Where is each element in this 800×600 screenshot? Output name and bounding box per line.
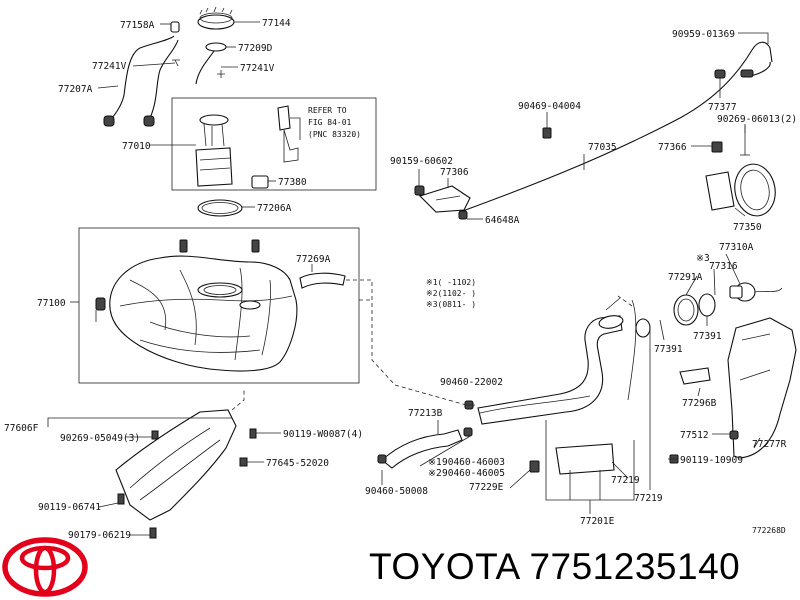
label-77241V-right: 77241V — [240, 63, 275, 74]
hose-clamp-part — [170, 21, 180, 33]
label-77306: 77306 — [440, 167, 469, 178]
refer-note-line1: REFER TO — [308, 106, 347, 115]
fuel-tank-protector — [115, 409, 237, 521]
date-note-3: ※3(0811- ) — [426, 300, 476, 309]
label-77606F: 77606F — [4, 423, 39, 434]
label-90269-06013: 90269-06013(2) — [717, 114, 797, 125]
fuel-pump-body — [195, 147, 233, 187]
filler-hose — [381, 429, 463, 469]
filler-hose-short — [299, 272, 346, 289]
label-77035: 77035 — [588, 142, 617, 153]
label-77366: 77366 — [658, 142, 687, 153]
refer-note-line2: FIG 84-01 — [308, 118, 352, 127]
lid-hinge — [705, 171, 735, 211]
label-77213B: 77213B — [408, 408, 443, 419]
label-77010: 77010 — [122, 141, 151, 152]
leaders-top-left — [97, 21, 276, 208]
fuel-pump-group — [103, 6, 377, 217]
label-77377: 77377 — [708, 102, 737, 113]
vent-hose-left — [109, 35, 175, 121]
lid-opener-group — [414, 32, 776, 220]
filler-box-clip — [679, 367, 711, 385]
tank-protector-group — [47, 388, 281, 539]
leaders-tank — [70, 264, 467, 406]
date-note-1: ※1( -1102) — [426, 278, 476, 287]
fuel-tank-body — [109, 255, 298, 372]
label-77350: 77350 — [733, 222, 762, 233]
label-77512: 77512 — [680, 430, 709, 441]
pump-assembly-box — [171, 97, 377, 191]
label-77291A: 77291A — [668, 272, 703, 283]
label-90119-06741: 90119-06741 — [38, 502, 101, 513]
cable-clamp — [542, 127, 552, 139]
label-77380: 77380 — [278, 177, 307, 188]
part-labels: 77158A 77144 77209D 77241V 77241V 77207A… — [4, 18, 797, 541]
lid-opener-cable — [459, 41, 773, 213]
label-90959-01369: 90959-01369 — [672, 29, 735, 40]
brand-name: TOYOTA — [369, 546, 519, 587]
label-77206A: 77206A — [257, 203, 292, 214]
label-77201E: 77201E — [580, 516, 615, 527]
brand-part-number: 7751235140 — [529, 546, 741, 587]
label-90159-60602: 90159-60602 — [390, 156, 453, 167]
refer-note-line3: (PNC 83320) — [308, 130, 361, 139]
label-90119-10909: 90119-10909 — [680, 455, 743, 466]
label-77219-a: 77219 — [611, 475, 640, 486]
pump-gasket-small — [205, 42, 227, 52]
fuel-filler-pipe — [477, 315, 623, 425]
label-77219-b: 77219 — [634, 493, 663, 504]
label-77209D: 77209D — [238, 43, 273, 54]
label-90460-50008: 90460-50008 — [365, 486, 428, 497]
marker-3-tag: ※3 — [696, 253, 710, 264]
fuel-filler-lid — [734, 163, 776, 217]
fuel-sender-unit — [277, 105, 291, 131]
figure-code: 772268D — [752, 526, 786, 535]
marker-1-tag: ※1 — [428, 457, 442, 468]
filler-opening-protector — [727, 317, 797, 459]
label-77645-52020: 77645-52020 — [266, 458, 329, 469]
marker-2-tag: ※2 — [428, 468, 442, 479]
cable-grommet — [714, 69, 726, 79]
label-77296B: 77296B — [682, 398, 717, 409]
label-77100: 77100 — [37, 298, 66, 309]
label-90460-22002: 90460-22002 — [440, 377, 503, 388]
brand-caption: TOYOTA 7751235140 — [369, 546, 740, 588]
label-90179-06219: 90179-06219 — [68, 530, 131, 541]
label-77277R: 77277R — [752, 439, 787, 450]
label-77207A: 77207A — [58, 84, 93, 95]
lid-lock-bracket — [418, 185, 471, 213]
label-90460-46005: 90460-46005 — [442, 468, 505, 479]
filler-pipe-group — [377, 253, 797, 514]
label-77229E: 77229E — [469, 482, 504, 493]
label-77391-right: 77391 — [693, 331, 722, 342]
label-77316: 77316 — [709, 261, 738, 272]
fuel-filter-part — [251, 175, 269, 189]
label-90460-46003: 90460-46003 — [442, 457, 505, 468]
label-77391-left: 77391 — [654, 344, 683, 355]
fuel-tank-box — [78, 227, 360, 384]
filler-pipe-bracket — [555, 443, 615, 475]
date-note-2: ※2(1102- ) — [426, 289, 476, 298]
label-90469-04004: 90469-04004 — [518, 101, 581, 112]
label-90119-W0087: 90119-W0087(4) — [283, 429, 363, 440]
label-77310A: 77310A — [719, 242, 754, 253]
label-64648A: 64648A — [485, 215, 520, 226]
label-77269A: 77269A — [296, 254, 331, 265]
toyota-logo-icon — [2, 537, 88, 597]
label-77158A: 77158A — [120, 20, 155, 31]
pump-retainer-ring — [197, 14, 235, 30]
vent-hose-right — [149, 39, 179, 119]
label-77144: 77144 — [262, 18, 291, 29]
label-90269-05049: 90269-05049(3) — [60, 433, 140, 444]
fuel-tank-group — [78, 227, 360, 384]
label-77241V-left: 77241V — [92, 61, 127, 72]
